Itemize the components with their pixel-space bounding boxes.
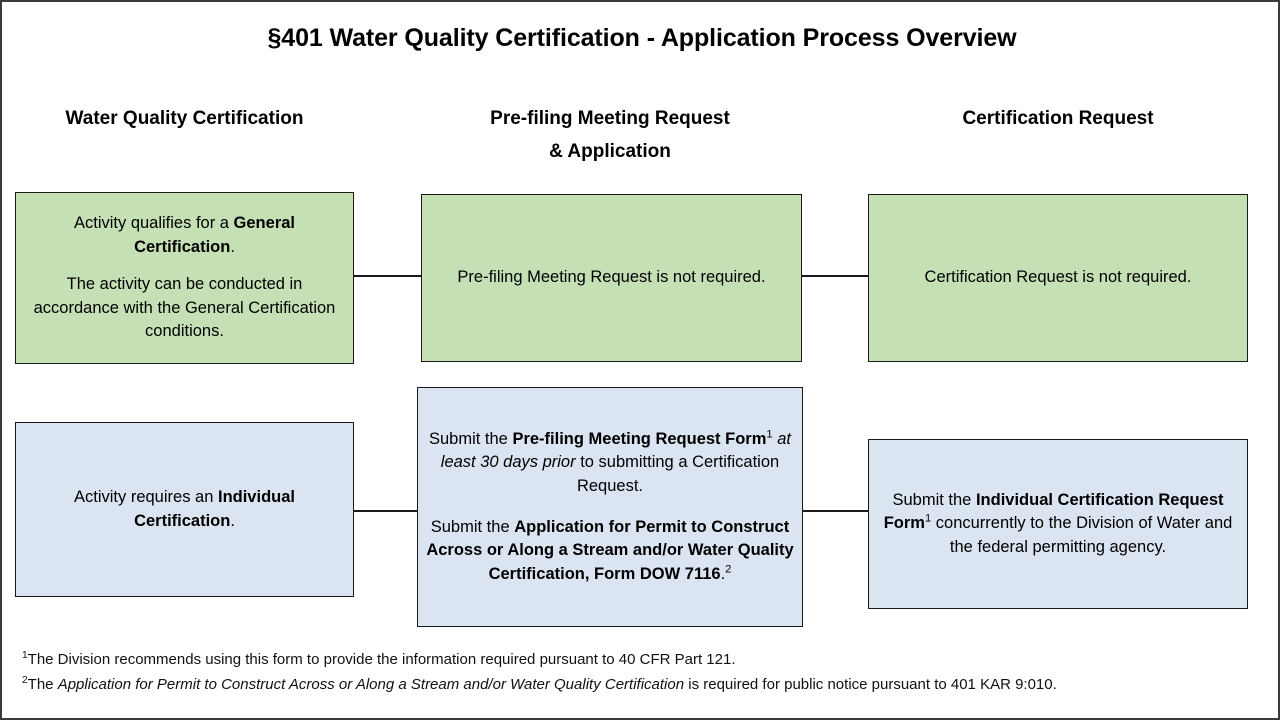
column-header-line1: Pre-filing Meeting Request [490, 108, 730, 129]
footnote-1-marker: 1 [22, 650, 28, 661]
individual-cert-para1-bold: Individual Certification [134, 488, 295, 530]
general-cert-para1-bold: General Certification [134, 214, 295, 256]
box-submit-prefiling-and-application: Submit the Pre-filing Meeting Request Fo… [417, 387, 803, 627]
general-cert-para2: The activity can be conducted in accorda… [33, 275, 336, 341]
certreq-not-required-text: Certification Request is not required. [924, 268, 1192, 287]
footnote-1: 1The Division recommends using this form… [22, 647, 1262, 672]
submit-icr-post: concurrently to the Division of Water an… [931, 514, 1233, 556]
connector-prefiling-to-certrequest [802, 275, 869, 277]
individual-cert-para1-pre: Activity requires an [74, 488, 218, 507]
submit-application-bold: Application for Permit to Construct Acro… [426, 518, 794, 583]
connector-general-to-prefiling [354, 275, 422, 277]
submit-icr-pre: Submit the [892, 490, 976, 509]
box-individual-certification: Activity requires an Individual Certific… [15, 422, 354, 597]
individual-cert-para1-post: . [230, 511, 235, 530]
column-header-line1: Certification Request [962, 108, 1154, 129]
submit-icr-bold: Individual Certification Request Form [883, 490, 1224, 533]
footnote-ref-1b: 1 [924, 512, 932, 525]
page-title: §401 Water Quality Certification - Appli… [267, 24, 1017, 52]
footnote-ref-1a: 1 [766, 428, 773, 441]
footnote-2-text-pre: The [27, 676, 58, 694]
submit-prefiling-bold: Pre-filing Meeting Request Form [512, 429, 767, 448]
footnote-2-marker: 2 [22, 675, 28, 687]
submit-prefiling-post: to submitting a Certification Request. [576, 453, 780, 495]
prefiling-not-required-text: Pre-filing Meeting Request is not requir… [457, 268, 766, 287]
submit-application-pre: Submit the [430, 518, 515, 536]
footnote-2: 2The Application for Permit to Construct… [22, 672, 1262, 697]
box-prefiling-not-required: Pre-filing Meeting Request is not requir… [421, 194, 802, 362]
box-submit-individual-certification-request: Submit the Individual Certification Requ… [868, 439, 1248, 609]
general-cert-para1-post: . [230, 237, 235, 256]
submit-icr-para: Submit the Individual Certification Requ… [879, 489, 1237, 559]
submit-application-para: Submit the Application for Permit to Con… [426, 516, 794, 586]
footnote-ref-2a: 2 [725, 563, 732, 576]
box-certification-request-not-required: Certification Request is not required. [868, 194, 1248, 362]
footnote-2-text-post: is required for public notice pursuant t… [684, 676, 1057, 694]
column-header-prefiling-meeting-request: Pre-filing Meeting Request & Application [417, 102, 803, 169]
connector-submitforms-to-icr [803, 510, 869, 512]
column-header-certification-request: Certification Request [868, 102, 1248, 135]
submit-prefiling-pre: Submit the [428, 429, 513, 448]
submit-prefiling-italic: at least 30 days prior [440, 429, 791, 472]
submit-prefiling-para: Submit the Pre-filing Meeting Request Fo… [426, 428, 794, 498]
footnote-2-italic: Application for Permit to Construct Acro… [57, 676, 685, 694]
individual-cert-para1: Activity requires an Individual Certific… [26, 486, 343, 533]
column-header-water-quality-certification: Water Quality Certification [15, 102, 354, 135]
footnotes: 1The Division recommends using this form… [22, 647, 1262, 697]
general-cert-para1: Activity qualifies for a General Certifi… [26, 212, 343, 259]
column-header-line2: & Application [549, 141, 671, 163]
box-general-certification: Activity qualifies for a General Certifi… [15, 192, 354, 364]
column-header-line1: Water Quality Certification [65, 108, 304, 129]
connector-individual-to-submitforms [354, 510, 418, 512]
general-cert-para1-pre: Activity qualifies for a [73, 214, 234, 233]
submit-application-post: . [720, 564, 726, 583]
footnote-1-text: The Division recommends using this form … [27, 651, 736, 668]
